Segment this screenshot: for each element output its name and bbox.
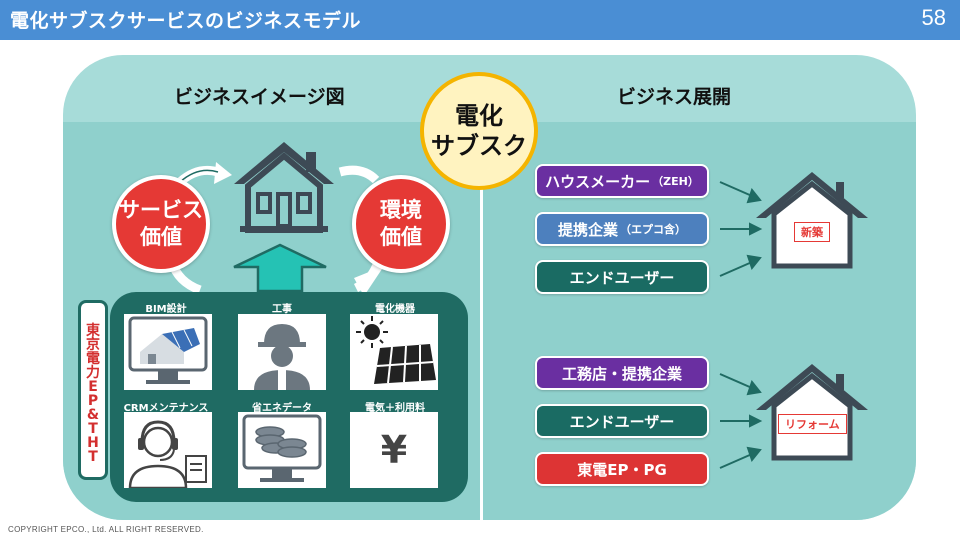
- service-label-electric-equipment: 電化機器: [375, 304, 415, 315]
- page-number: 58: [921, 5, 946, 30]
- business-image-title: ビジネスイメージ図: [174, 86, 345, 108]
- title-bar: [0, 0, 960, 40]
- service-card-construction: [238, 314, 326, 390]
- badge-line1: 電化: [455, 102, 503, 130]
- panel-divider: [480, 137, 483, 520]
- copyright: COPYRIGHT EPCO., Ltd. ALL RIGHT RESERVED…: [8, 525, 204, 534]
- partner-tepco-ep-pg: 東電EP・PG: [535, 452, 709, 486]
- up-arrow-icon: [233, 243, 327, 293]
- partner-builder-alliance: 工務店・提携企業: [535, 356, 709, 390]
- service-card-energy-data: [238, 412, 326, 488]
- page-title: 電化サブスクサービスのビジネスモデル: [10, 10, 362, 32]
- environment-value-line2: 価値: [380, 225, 422, 249]
- service-card-usage-fee: ¥: [350, 412, 438, 488]
- arrow-house-to-env: [338, 165, 380, 184]
- service-card-bim: [124, 314, 212, 390]
- new-build-house-icon: [756, 172, 868, 269]
- reform-house-icon: [756, 364, 868, 461]
- service-label-bim: BIM設計: [145, 304, 187, 315]
- business-expansion-title: ビジネス展開: [617, 86, 732, 108]
- solar-panel-icon: [356, 316, 436, 384]
- yen-icon: ¥: [380, 428, 408, 472]
- coins-monitor-icon: [242, 414, 322, 482]
- service-label-energy-data: 省エネデータ: [252, 403, 312, 414]
- environment-value-line1: 環境: [380, 198, 422, 222]
- badge-line2: サブスク: [431, 132, 527, 160]
- service-value-line2: 価値: [140, 225, 182, 249]
- house-icon: [234, 142, 334, 233]
- reform-tag: リフォーム: [778, 414, 847, 434]
- service-value-circle: サービス 価値: [112, 175, 210, 273]
- new-build-tag: 新築: [794, 222, 830, 242]
- solar-house-monitor-icon: [128, 316, 208, 384]
- provider-label: 東 京 電 力 E P & T H T: [86, 323, 100, 465]
- service-label-usage-fee: 電気＋利用料: [365, 403, 425, 414]
- partner-alliance: 提携企業（エプコ含）: [535, 212, 709, 246]
- environment-value-circle: 環境 価値: [352, 175, 450, 273]
- service-value-line1: サービス: [119, 198, 203, 222]
- partner-house-maker: ハウスメーカー（ZEH）: [535, 164, 709, 198]
- provider-label-box: [78, 300, 108, 480]
- service-label-construction: 工事: [272, 304, 292, 315]
- service-label-crm: CRMメンテナンス: [123, 403, 209, 414]
- service-card-crm: [124, 412, 212, 490]
- service-card-electric-equipment: [350, 314, 438, 390]
- partner-end-user-new: エンドユーザー: [535, 260, 709, 294]
- denka-subscription-badge: 電化 サブスク: [420, 72, 538, 190]
- partner-end-user-reform: エンドユーザー: [535, 404, 709, 438]
- worker-helmet-icon: [254, 324, 310, 390]
- support-operator-icon: [128, 420, 207, 490]
